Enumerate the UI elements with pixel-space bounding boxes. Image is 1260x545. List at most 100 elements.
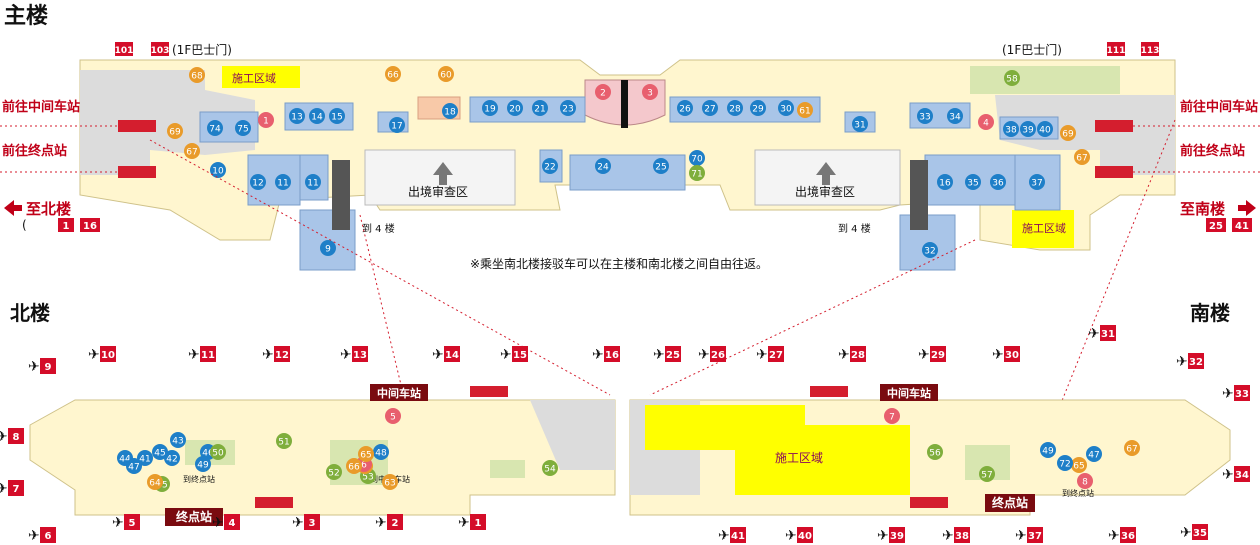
north-gate-9-badge[interactable] bbox=[40, 358, 56, 374]
south-gate-28-badge[interactable] bbox=[850, 346, 866, 362]
north-paren-open: ( bbox=[22, 218, 27, 232]
south-gate-34-number[interactable]: 34 bbox=[1235, 470, 1249, 481]
south-gate-35-number[interactable]: 35 bbox=[1193, 528, 1207, 539]
main-stand-10-circle bbox=[210, 162, 226, 178]
north-stand-45-circle bbox=[152, 444, 168, 460]
gate-badge bbox=[151, 42, 169, 56]
north-gate-5-number[interactable]: 5 bbox=[129, 518, 136, 529]
north-gate-3-badge[interactable] bbox=[304, 514, 320, 530]
airplane-icon: ✈ bbox=[458, 515, 470, 531]
north-gate-13-number[interactable]: 13 bbox=[353, 350, 367, 361]
main-stand-71-number: 71 bbox=[691, 170, 702, 180]
main-stand-33-circle bbox=[917, 108, 933, 124]
south-gate-30-number[interactable]: 30 bbox=[1005, 350, 1019, 361]
south-gate-38-badge[interactable] bbox=[954, 527, 970, 543]
north-stand-47-circle bbox=[126, 458, 142, 474]
south-gate-41-badge[interactable] bbox=[730, 527, 746, 543]
immigration-label-right: 出境审查区 bbox=[795, 184, 855, 199]
south-gate-33-number[interactable]: 33 bbox=[1235, 389, 1249, 400]
to-south-label[interactable]: 至南楼 bbox=[1180, 200, 1225, 218]
north-gate-15-badge[interactable] bbox=[512, 346, 528, 362]
south-gate-33-badge[interactable] bbox=[1234, 385, 1250, 401]
south-gate-40-number[interactable]: 40 bbox=[798, 531, 812, 542]
north-gate-8-number[interactable]: 8 bbox=[13, 432, 20, 443]
main-gate-block bbox=[569, 154, 686, 191]
south-gate-31-badge[interactable] bbox=[1100, 325, 1116, 341]
main-stand-19-number: 19 bbox=[484, 105, 496, 115]
north-gate-7-number[interactable]: 7 bbox=[13, 484, 20, 495]
north-gate-2-badge[interactable] bbox=[387, 514, 403, 530]
main-stand-31-number: 31 bbox=[854, 121, 865, 131]
south-gate-34-badge[interactable] bbox=[1234, 466, 1250, 482]
south-gate-40-badge[interactable] bbox=[797, 527, 813, 543]
south-gate-37-number[interactable]: 37 bbox=[1028, 531, 1042, 542]
south-gate-31-number[interactable]: 31 bbox=[1101, 329, 1115, 340]
south-gate-35-badge[interactable] bbox=[1192, 524, 1208, 540]
north-gate-16-number[interactable]: 16 bbox=[605, 350, 619, 361]
airplane-icon: ✈ bbox=[838, 347, 850, 363]
south-gate-38-number[interactable]: 38 bbox=[955, 531, 969, 542]
south-gate-39-badge[interactable] bbox=[889, 527, 905, 543]
north-gate-12-number[interactable]: 12 bbox=[275, 350, 289, 361]
south-gate-41-number[interactable]: 41 bbox=[731, 531, 745, 542]
north-gate-4-number[interactable]: 4 bbox=[229, 518, 236, 529]
north-gate-5-badge[interactable] bbox=[124, 514, 140, 530]
main-construction-right bbox=[1012, 210, 1074, 248]
south-gate-32-number[interactable]: 32 bbox=[1189, 357, 1203, 368]
south-gate-30-badge[interactable] bbox=[1004, 346, 1020, 362]
south-gate-29-badge[interactable] bbox=[930, 346, 946, 362]
north-gate-13-badge[interactable] bbox=[352, 346, 368, 362]
main-stand-67-number: 67 bbox=[1076, 154, 1087, 164]
south-gate-27-badge[interactable] bbox=[768, 346, 784, 362]
airplane-icon: ✈ bbox=[653, 347, 665, 363]
north-gate-1-badge[interactable] bbox=[470, 514, 486, 530]
south-gate-28-number[interactable]: 28 bbox=[851, 350, 865, 361]
north-gate-14-number[interactable]: 14 bbox=[445, 350, 459, 361]
south-gate-26-badge[interactable] bbox=[710, 346, 726, 362]
north-stand-5-number: 5 bbox=[390, 413, 396, 423]
north-gate-2-number[interactable]: 2 bbox=[392, 518, 399, 529]
north-gate-11-number[interactable]: 11 bbox=[201, 350, 215, 361]
airplane-icon: ✈ bbox=[942, 528, 954, 544]
south-gate-36-number[interactable]: 36 bbox=[1121, 531, 1135, 542]
south-gate-25-number[interactable]: 25 bbox=[666, 350, 680, 361]
to-north-label[interactable]: 至北楼 bbox=[26, 200, 71, 218]
north-gate-16-badge[interactable] bbox=[604, 346, 620, 362]
south-gate-markers: 25✈26✈27✈28✈29✈30✈31✈32✈33✈34✈35✈36✈37✈3… bbox=[653, 325, 1250, 544]
north-gate-11-badge[interactable] bbox=[200, 346, 216, 362]
north-gate-6-number[interactable]: 6 bbox=[45, 531, 52, 542]
airplane-icon: ✈ bbox=[1176, 354, 1188, 370]
main-stand-30-circle bbox=[778, 100, 794, 116]
north-gate-3-number[interactable]: 3 bbox=[309, 518, 316, 529]
north-green-area bbox=[490, 460, 525, 478]
north-gate-4-badge[interactable] bbox=[224, 514, 240, 530]
south-gate-36-badge[interactable] bbox=[1120, 527, 1136, 543]
south-gate-29-number[interactable]: 29 bbox=[931, 350, 945, 361]
right-arrow-icon[interactable] bbox=[1238, 200, 1256, 216]
south-gate-32-badge[interactable] bbox=[1188, 353, 1204, 369]
north-gate-1-number[interactable]: 1 bbox=[475, 518, 482, 529]
north-gate-12-badge[interactable] bbox=[274, 346, 290, 362]
end-station-left-label: 前往终点站 bbox=[2, 143, 67, 159]
main-stand-60-number: 60 bbox=[440, 71, 452, 81]
south-gate-39-number[interactable]: 39 bbox=[890, 531, 904, 542]
north-gate-8-badge[interactable] bbox=[8, 428, 24, 444]
south-end-station-box bbox=[985, 494, 1035, 512]
left-arrow-icon[interactable] bbox=[4, 200, 22, 216]
north-gate-14-badge[interactable] bbox=[444, 346, 460, 362]
north-gate-15-number[interactable]: 15 bbox=[513, 350, 527, 361]
south-end-station-label: 终点站 bbox=[992, 495, 1028, 510]
main-stand-23-circle bbox=[560, 100, 576, 116]
north-gate-7-badge[interactable] bbox=[8, 480, 24, 496]
south-gate-26-number[interactable]: 26 bbox=[711, 350, 725, 361]
south-gate-37-badge[interactable] bbox=[1027, 527, 1043, 543]
north-gate-10-number[interactable]: 10 bbox=[101, 350, 115, 361]
airplane-icon: ✈ bbox=[88, 347, 100, 363]
north-gate-6-badge[interactable] bbox=[40, 527, 56, 543]
south-gate-25-badge[interactable] bbox=[665, 346, 681, 362]
airplane-icon: ✈ bbox=[877, 528, 889, 544]
south-gate-27-number[interactable]: 27 bbox=[769, 350, 783, 361]
north-gate-9-number[interactable]: 9 bbox=[45, 362, 52, 373]
north-gate-10-badge[interactable] bbox=[100, 346, 116, 362]
